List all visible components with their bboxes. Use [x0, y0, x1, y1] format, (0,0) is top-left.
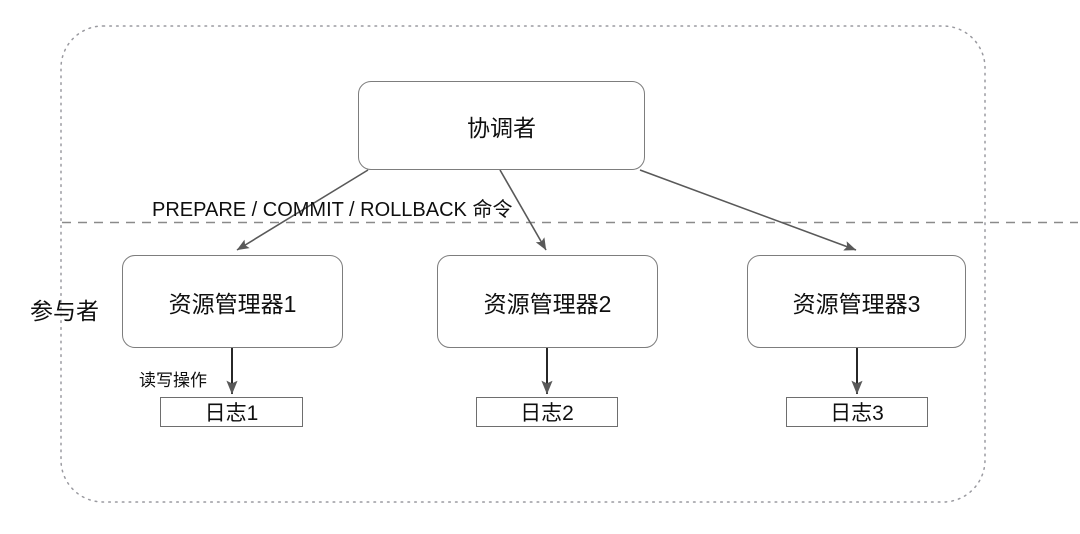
log-2-label: 日志2 [520, 402, 574, 425]
edge-coordinator-to-rm3 [639, 169, 857, 251]
log-1-node[interactable]: 日志1 [160, 397, 303, 427]
read-write-edge-label: 读写操作 [139, 371, 207, 390]
log-3-label: 日志3 [830, 402, 884, 425]
resource-manager-1-node[interactable]: 资源管理器1 [122, 255, 343, 348]
command-edge-label: PREPARE / COMMIT / ROLLBACK 命令 [152, 199, 513, 221]
resource-manager-3-label: 资源管理器3 [792, 290, 921, 317]
log-1-label: 日志1 [204, 402, 259, 425]
resource-manager-1-label: 资源管理器1 [168, 290, 297, 317]
coordinator-node[interactable]: 协调者 [358, 81, 645, 170]
log-2-node[interactable]: 日志2 [476, 397, 618, 427]
log-3-node[interactable]: 日志3 [786, 397, 928, 427]
coordinator-label: 协调者 [467, 114, 536, 141]
participants-tier-label: 参与者 [30, 298, 99, 324]
resource-manager-3-node[interactable]: 资源管理器3 [747, 255, 966, 348]
resource-manager-2-node[interactable]: 资源管理器2 [437, 255, 658, 348]
resource-manager-2-label: 资源管理器2 [483, 290, 612, 317]
